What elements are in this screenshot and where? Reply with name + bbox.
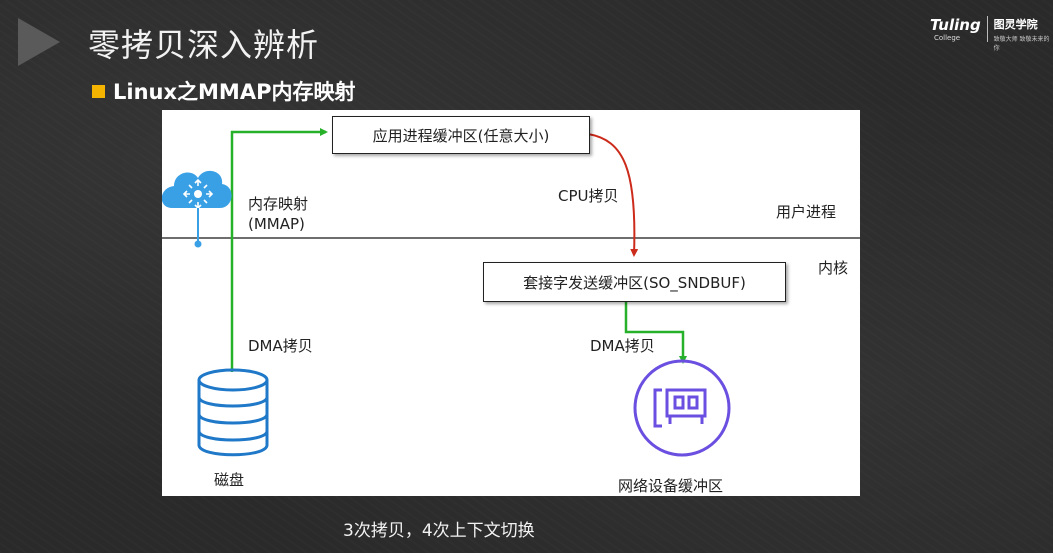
- dma-copy-arrow-left: [230, 128, 328, 372]
- bullet-square-icon: [92, 84, 105, 98]
- user-kernel-divider: [162, 237, 860, 239]
- disk-label: 磁盘: [214, 471, 245, 489]
- cpu-copy-label: CPU拷贝: [558, 187, 619, 205]
- socket-buffer-box: 套接字发送缓冲区(SO_SNDBUF): [483, 262, 786, 302]
- cpu-copy-arrow: [587, 133, 639, 257]
- copy-summary-caption: 3次拷贝，4次上下文切换: [343, 521, 535, 541]
- diagram-arrows: [162, 128, 731, 457]
- nic-buffer-label: 网络设备缓冲区: [618, 477, 724, 495]
- logo-brand-text: Tuling: [930, 16, 981, 34]
- cloud-network-icon: [162, 170, 232, 248]
- app-buffer-box: 应用进程缓冲区(任意大小): [332, 116, 590, 154]
- dma-copy-arrow-right: [624, 300, 687, 364]
- subtitle-text: Linux之MMAP内存映射: [113, 80, 356, 104]
- kernel-label: 内核: [818, 259, 849, 277]
- diagram-panel: 应用进程缓冲区(任意大小) 套接字发送缓冲区(SO_SNDBUF) 内存映射 (…: [162, 110, 860, 496]
- logo-separator: [986, 16, 988, 42]
- brand-logo: Tuling College 图灵学院 致敬大师 致敬未来的你: [930, 16, 1053, 52]
- app-buffer-label: 应用进程缓冲区(任意大小): [372, 126, 550, 145]
- logo-brand-sub: College: [934, 34, 961, 42]
- mmap-label: 内存映射 (MMAP): [248, 194, 308, 235]
- network-card-icon: [633, 359, 731, 457]
- dma-copy-label-right: DMA拷贝: [590, 337, 655, 355]
- logo-name-cn: 图灵学院: [993, 18, 1038, 31]
- slide-title: 零拷贝深入辨析: [88, 26, 320, 64]
- slide-subtitle: Linux之MMAP内存映射: [92, 76, 355, 106]
- database-disk-icon: [197, 368, 269, 457]
- logo-cn: 图灵学院 致敬大师 致敬未来的你: [994, 16, 1053, 52]
- socket-buffer-label: 套接字发送缓冲区(SO_SNDBUF): [523, 273, 746, 292]
- logo-tagline: 致敬大师 致敬未来的你: [993, 36, 1050, 52]
- mmap-label-line2: (MMAP): [248, 215, 305, 234]
- logo-brand: Tuling College: [930, 16, 981, 42]
- play-triangle-icon: [18, 18, 60, 66]
- mmap-label-line1: 内存映射: [248, 195, 309, 213]
- user-process-label: 用户进程: [776, 203, 837, 221]
- dma-copy-label-left: DMA拷贝: [248, 337, 313, 355]
